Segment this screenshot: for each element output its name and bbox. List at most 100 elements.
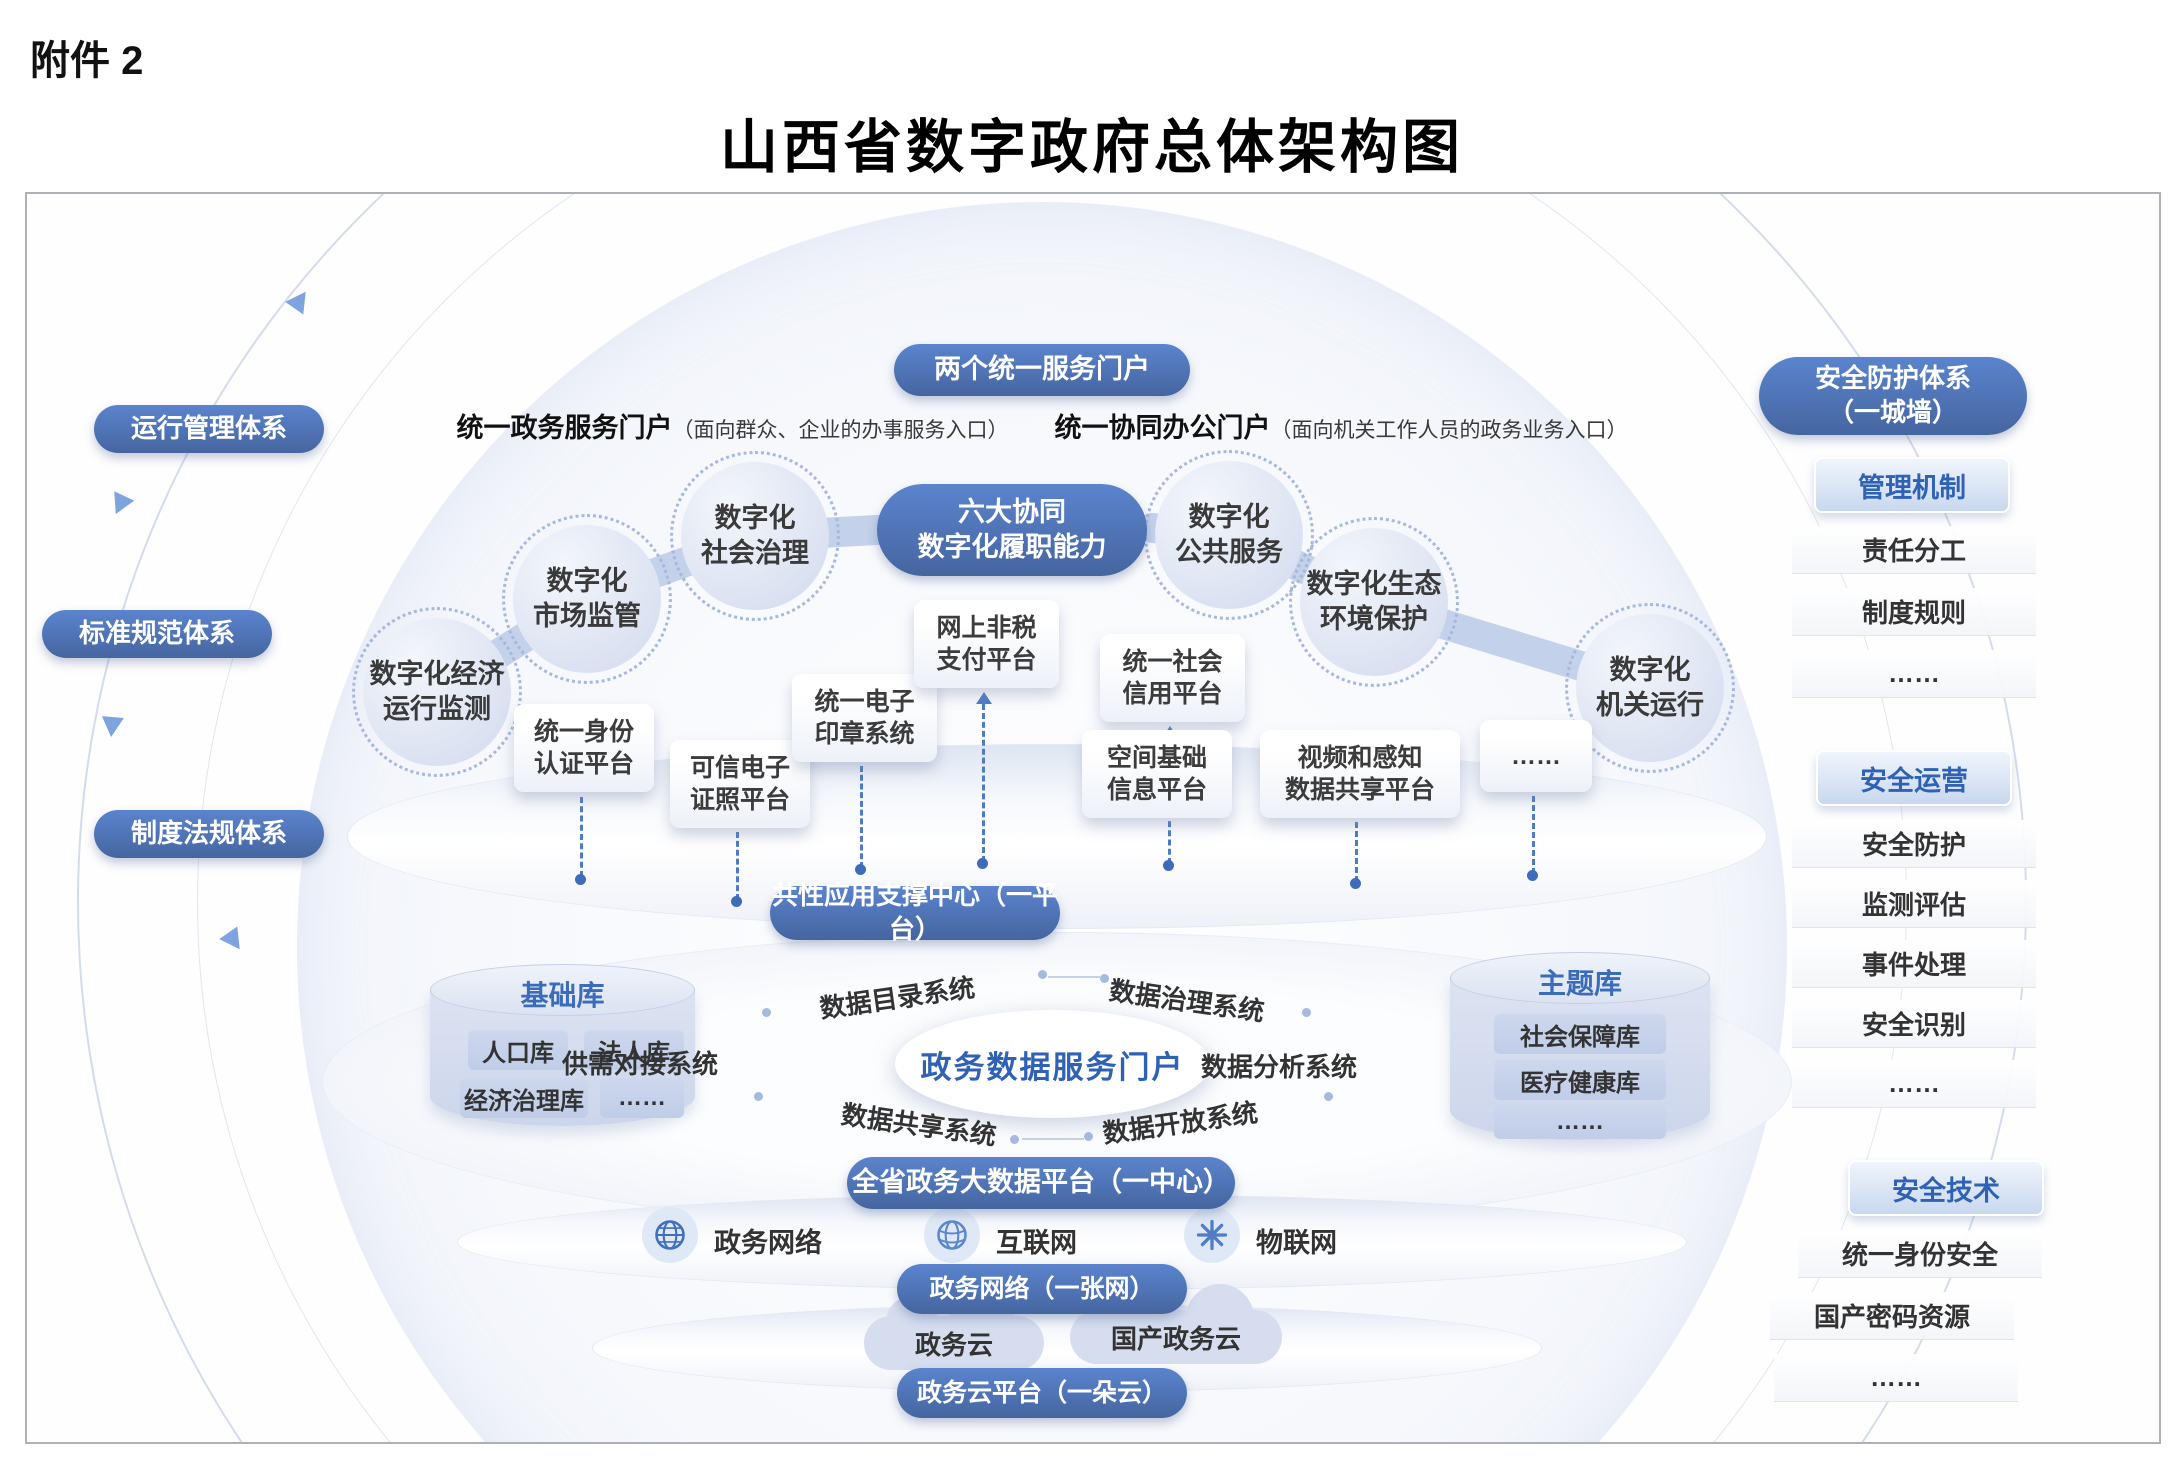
circle-digital-economy: 数字化经济 运行监测 — [352, 607, 522, 777]
system-supply-demand: 供需对接系统 — [561, 1049, 718, 1079]
box-label: 支付平台 — [936, 646, 1037, 674]
circle-label: 公共服务 — [1175, 537, 1283, 567]
box-label: 网上非税 — [936, 613, 1037, 642]
circle-label: 社会治理 — [701, 538, 809, 568]
security-item: 安全识别 — [1792, 1000, 2036, 1048]
connector-dot — [1350, 878, 1361, 889]
box-label: 证照平台 — [689, 786, 790, 814]
base-database-title: 基础库 — [520, 980, 605, 1011]
box-eseal-system: 统一电子 印章系统 — [792, 674, 937, 762]
security-item: 安全防护 — [1792, 820, 2036, 868]
left-pill-label: 标准规范体系 — [78, 618, 235, 649]
attachment-label: 附件 2 — [30, 39, 144, 83]
diagram-canvas: 运行管理体系 标准规范体系 制度法规体系 两个统一服务门户 统一政务服务门户 （… — [27, 194, 2159, 1442]
gov-cloud-label: 政务云 — [914, 1329, 993, 1360]
security-item: 事件处理 — [1792, 940, 2036, 988]
box-label: 视频和感知 — [1297, 743, 1423, 772]
box-video-sensing-platform: 视频和感知 数据共享平台 — [1260, 730, 1460, 818]
gov-service-portal-group: 统一政务服务门户 （面向群众、企业的办事服务入口） — [457, 406, 1009, 445]
left-pill-label: 运行管理体系 — [130, 413, 287, 444]
connector-dot — [1527, 870, 1538, 881]
page-title: 山西省数字政府总体架构图 — [719, 115, 1464, 180]
office-portal-group: 统一协同办公门户 （面向机关工作人员的政务业务入口） — [1055, 406, 1628, 445]
six-coordination-line2: 数字化履职能力 — [917, 532, 1107, 562]
two-portals-pill: 两个统一服务门户 — [894, 344, 1190, 396]
db-item-population: 人口库 — [468, 1030, 568, 1070]
circle-label: 数字化 — [1188, 501, 1270, 532]
connector-dashed — [580, 797, 583, 877]
circle-social-governance: 数字化 社会治理 — [670, 451, 840, 621]
gov-service-portal-note: （面向群众、企业的办事服务入口） — [672, 419, 1009, 442]
db-item-economic-governance: 经济治理库 — [460, 1078, 588, 1118]
circle-label: 数字化生态 — [1306, 568, 1442, 599]
ring-line — [1022, 1138, 1084, 1140]
architecture-diagram-frame: 运行管理体系 标准规范体系 制度法规体系 两个统一服务门户 统一政务服务门户 （… — [25, 192, 2161, 1444]
box-label: 可信电子 — [689, 753, 790, 782]
box-nontax-payment-platform: 网上非税 支付平台 — [914, 600, 1059, 688]
security-item: 监测评估 — [1792, 880, 2036, 928]
domestic-gov-cloud-shape: 国产政务云 — [1070, 1284, 1282, 1364]
security-item: …… — [1774, 1354, 2018, 1402]
box-label: 信息平台 — [1106, 776, 1207, 804]
box-label: 认证平台 — [533, 750, 634, 778]
left-pill-regulations: 制度法规体系 — [94, 810, 324, 858]
gov-cloud-shape: 政务云 — [864, 1290, 1044, 1370]
circle-organ-operation: 数字化 机关运行 — [1565, 603, 1735, 773]
ring-dot — [1100, 974, 1109, 983]
db-item-ellipsis: …… — [1494, 1105, 1666, 1139]
six-coordination-line1: 六大协同 — [958, 496, 1066, 527]
big-data-platform-label: 全省政务大数据平台（一中心） — [852, 1167, 1230, 1198]
connector-dashed — [860, 766, 863, 868]
db-item-ellipsis: …… — [600, 1078, 684, 1118]
ring-dot — [1038, 970, 1047, 979]
security-item: …… — [1792, 650, 2036, 698]
circle-public-service: 数字化 公共服务 — [1144, 450, 1314, 620]
internet-label: 互联网 — [996, 1228, 1077, 1258]
box-label: …… — [1511, 741, 1561, 770]
connector-dashed — [736, 832, 739, 900]
cylinder-top — [430, 964, 695, 1016]
office-portal-name: 统一协同办公门户 — [1054, 413, 1271, 443]
security-item: 制度规则 — [1792, 588, 2036, 636]
connector-dot — [977, 858, 988, 869]
security-header-label: 安全技术 — [1892, 1175, 2000, 1206]
circle-label: 数字化 — [1609, 654, 1691, 685]
ring-line — [1048, 976, 1100, 978]
box-social-credit-platform: 统一社会 信用平台 — [1100, 634, 1245, 722]
theme-database-title: 主题库 — [1537, 968, 1622, 999]
connector-dot — [575, 874, 586, 885]
security-header-management: 管理机制 — [1814, 457, 2010, 513]
data-service-portal-label: 政务数据服务门户 — [920, 1049, 1185, 1085]
security-header-label: 管理机制 — [1858, 472, 1966, 503]
security-header-operation: 安全运营 — [1816, 750, 2012, 806]
iot-label: 物联网 — [1256, 1228, 1337, 1258]
left-pill-operation-management: 运行管理体系 — [94, 405, 324, 453]
security-item: 统一身份安全 — [1798, 1230, 2042, 1278]
iot-snowflake-icon — [1184, 1207, 1240, 1263]
connector-dashed — [1532, 796, 1535, 874]
circle-label: 数字化经济 — [369, 658, 505, 689]
big-data-platform-pill: 全省政务大数据平台（一中心） — [847, 1157, 1235, 1209]
system-data-analysis: 数据分析系统 — [1200, 1052, 1357, 1082]
ring-dot — [1010, 1135, 1019, 1144]
connector-dot — [731, 896, 742, 907]
internet-globe-icon — [924, 1207, 980, 1263]
gov-network-label: 政务网络 — [714, 1228, 822, 1258]
connector-dot — [855, 864, 866, 875]
box-label: 数据共享平台 — [1284, 776, 1435, 804]
circle-label: 数字化 — [546, 565, 628, 596]
ring-dot — [1084, 1132, 1093, 1141]
security-header-technology: 安全技术 — [1848, 1160, 2044, 1216]
circle-label: 数字化 — [714, 502, 796, 533]
circle-market-supervision: 数字化 市场监管 — [502, 514, 672, 684]
circle-label: 环境保护 — [1320, 604, 1428, 634]
security-system-pill: 安全防护体系 （一城墙） — [1759, 357, 2027, 435]
ring-dot — [1324, 1092, 1333, 1101]
six-coordination-pill: 六大协同 数字化履职能力 — [877, 484, 1147, 576]
cylinder-top — [1450, 952, 1710, 1004]
arc-arrow-icon — [105, 491, 135, 519]
one-cloud-pill: 政务云平台（一朵云） — [897, 1368, 1187, 1418]
box-spatial-info-platform: 空间基础 信息平台 — [1082, 730, 1232, 818]
db-item-health: 医疗健康库 — [1494, 1060, 1666, 1100]
connector-dashed — [1355, 822, 1358, 882]
